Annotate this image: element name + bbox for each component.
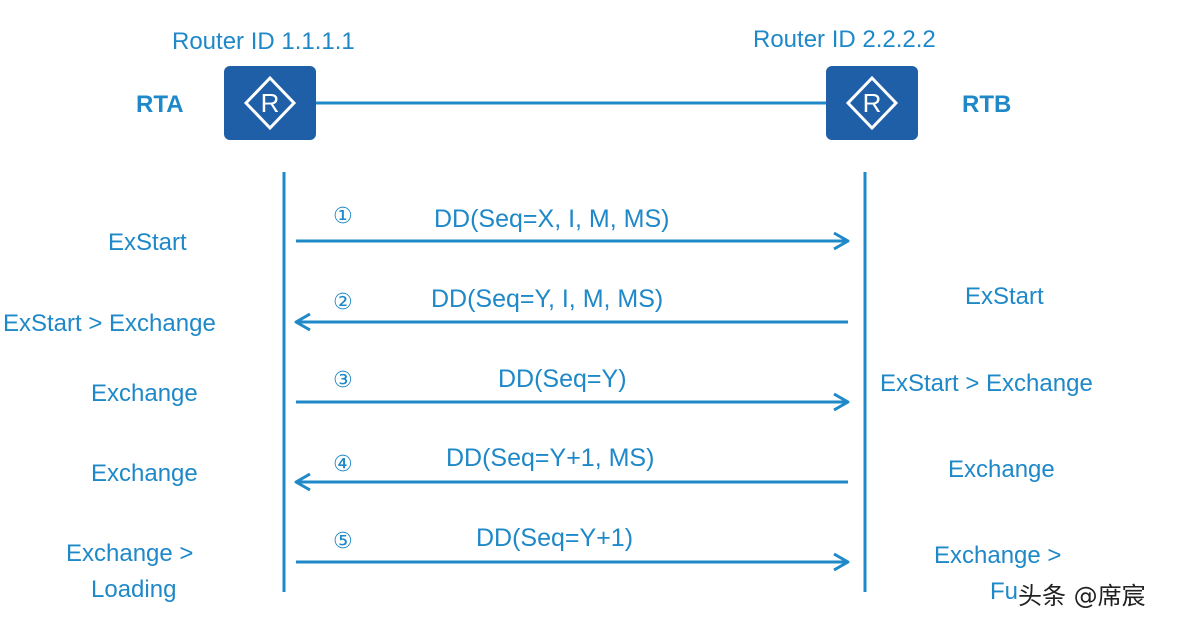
rta-state-1: ExStart (108, 229, 187, 256)
rtb-state-1: ExStart (965, 283, 1044, 310)
message-number-5: ⑤ (333, 528, 353, 553)
message-arrow-4 (294, 472, 848, 492)
rtb-state-3: Exchange (948, 456, 1055, 483)
rtb-state-4-cont: Fu (990, 578, 1019, 605)
svg-text:R: R (863, 88, 882, 118)
message-number-3: ③ (333, 367, 353, 392)
arrow-head-right (833, 552, 850, 572)
arrow-head-left (294, 472, 311, 492)
arrow-head-right (833, 392, 850, 412)
rta-state-3: Exchange (91, 380, 198, 407)
rta-router-icon: R (224, 66, 316, 140)
message-number-1: ① (333, 203, 353, 228)
rtb-name: RTB (962, 91, 1012, 118)
router-icon: R (243, 75, 297, 131)
message-label-1: DD(Seq=X, I, M, MS) (434, 205, 670, 233)
watermark: 头条 @席宸 (1018, 582, 1146, 610)
message-arrow-5 (296, 552, 850, 572)
rta-state-4: Exchange (91, 460, 198, 487)
arrow-head-right (833, 231, 850, 251)
message-number-2: ② (333, 289, 353, 314)
router-icon: R (845, 75, 899, 131)
rta-state-2: ExStart > Exchange (3, 310, 216, 337)
rtb-state-2: ExStart > Exchange (880, 370, 1093, 397)
message-arrow-2 (294, 312, 848, 332)
svg-text:R: R (261, 88, 280, 118)
message-number-4: ④ (333, 451, 353, 476)
message-label-5: DD(Seq=Y+1) (476, 524, 634, 552)
arrow-head-left (294, 312, 311, 332)
message-arrow-1 (296, 231, 850, 251)
message-label-3: DD(Seq=Y) (498, 365, 627, 393)
message-arrow-3 (296, 392, 850, 412)
rtb-router-id: Router ID 2.2.2.2 (753, 26, 936, 53)
rta-state-5: Exchange > (66, 540, 194, 567)
message-label-4: DD(Seq=Y+1, MS) (446, 444, 655, 472)
rta-name: RTA (136, 91, 184, 118)
message-label-2: DD(Seq=Y, I, M, MS) (431, 285, 664, 313)
rta-state-5-cont: Loading (91, 576, 177, 603)
rta-router-id: Router ID 1.1.1.1 (172, 28, 355, 55)
rtb-router-icon: R (826, 66, 918, 140)
rtb-state-4: Exchange > (934, 542, 1062, 569)
